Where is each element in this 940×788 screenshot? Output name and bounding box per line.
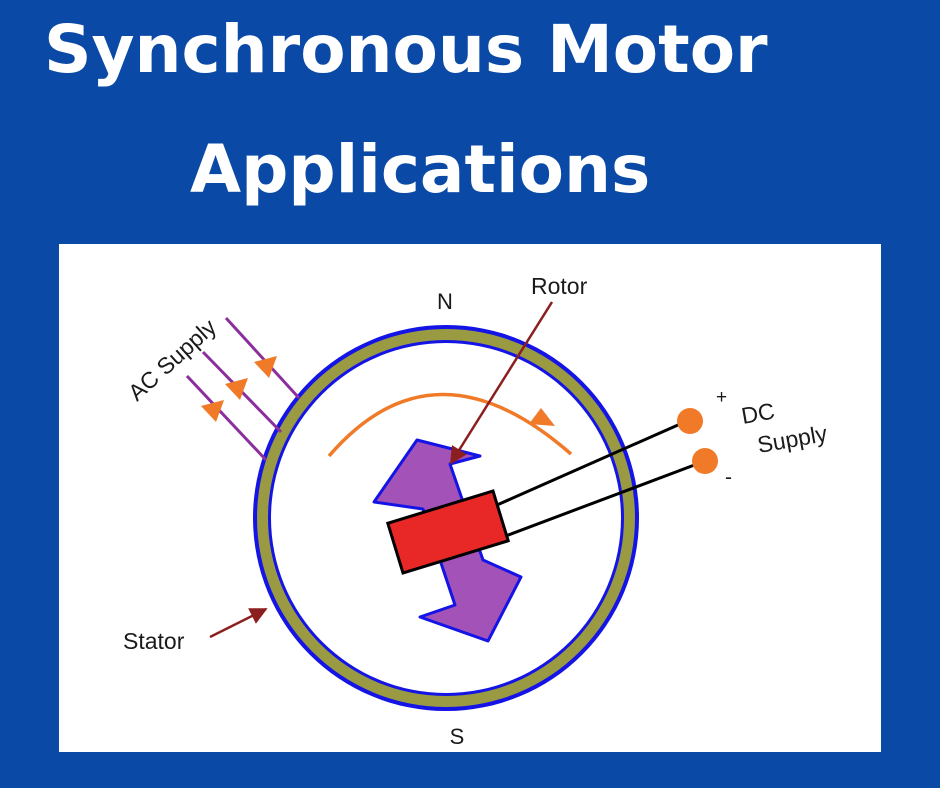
rotation-arrow-head — [529, 408, 555, 426]
title-line-2: Applications — [190, 131, 651, 208]
north-pole-label: N — [437, 289, 453, 314]
title-line-1: Synchronous Motor — [44, 11, 768, 88]
diagram-panel: N S Rotor Stator AC Supply DC Supply + - — [59, 244, 881, 752]
synchronous-motor-diagram: N S Rotor Stator AC Supply DC Supply + - — [123, 273, 830, 749]
ac-arrow-1 — [254, 356, 277, 378]
dc-wire-positive — [496, 419, 688, 507]
dc-supply-label-line2: Supply — [755, 420, 829, 458]
ac-supply-label: AC Supply — [123, 313, 222, 405]
dc-minus-label: - — [725, 466, 732, 489]
ac-line-1 — [224, 316, 301, 400]
south-pole-label: S — [450, 724, 465, 749]
rotor-pointer — [449, 301, 554, 465]
stator-pointer — [209, 607, 268, 639]
rotor-label: Rotor — [531, 273, 588, 299]
stator-label: Stator — [123, 628, 185, 654]
rotation-arrow — [327, 392, 573, 458]
rotor-block — [385, 489, 511, 575]
dc-plus-label: + — [716, 387, 727, 408]
ac-arrow-3 — [201, 400, 224, 422]
dc-supply-label-line1: DC — [739, 398, 776, 429]
dc-wire-negative — [502, 459, 706, 539]
dc-terminal-positive — [677, 408, 703, 434]
dc-terminal-negative — [692, 448, 718, 474]
ac-line-3 — [185, 374, 268, 462]
ac-arrow-2 — [225, 378, 248, 400]
